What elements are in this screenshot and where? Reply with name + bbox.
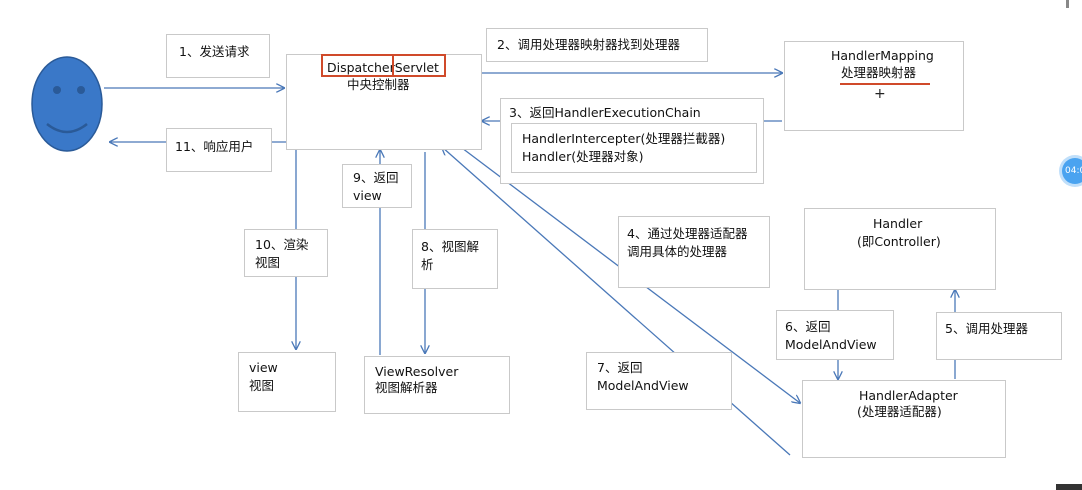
view-resolver-cn-label: 视图解析器 bbox=[375, 380, 438, 395]
handler-controller-label: (即Controller) bbox=[857, 234, 941, 249]
step-11-box: 11、响应用户 bbox=[166, 128, 272, 172]
dispatcher-servlet-box: DispatcherServlet 中央控制器 bbox=[286, 54, 482, 150]
step-9-box: 9、返回 view bbox=[342, 164, 412, 208]
step-4-line2: 调用具体的处理器 bbox=[627, 244, 728, 259]
handler-adapter-cn-label: (处理器适配器) bbox=[857, 404, 942, 419]
step-4-box: 4、通过处理器适配器 调用具体的处理器 bbox=[618, 216, 770, 288]
handler-box: Handler (即Controller) bbox=[804, 208, 996, 290]
step-2-label: 2、调用处理器映射器找到处理器 bbox=[497, 37, 680, 52]
view-label: view bbox=[249, 360, 278, 375]
cursor-crosshair-icon: + bbox=[874, 86, 886, 102]
central-controller-label: 中央控制器 bbox=[347, 77, 410, 92]
view-resolver-box: ViewResolver 视图解析器 bbox=[364, 356, 510, 414]
bottom-right-marker bbox=[1056, 484, 1082, 490]
step-8-line1: 8、视图解 bbox=[421, 239, 479, 254]
handler-adapter-box: HandlerAdapter (处理器适配器) bbox=[802, 380, 1006, 458]
step-7-line1: 7、返回 bbox=[597, 360, 643, 375]
step-9-line1: 9、返回 bbox=[353, 170, 399, 185]
handler-mapping-underline bbox=[840, 83, 930, 85]
view-cn-label: 视图 bbox=[249, 378, 275, 393]
top-right-marker bbox=[1066, 0, 1069, 8]
step-3-handler: Handler(处理器对象) bbox=[522, 149, 644, 164]
handler-adapter-label: HandlerAdapter bbox=[859, 388, 958, 403]
step-6-line2: ModelAndView bbox=[785, 337, 877, 352]
view-resolver-label: ViewResolver bbox=[375, 364, 459, 379]
handler-mapping-cn-label: 处理器映射器 bbox=[841, 65, 917, 80]
dispatcher-servlet-label: DispatcherServlet bbox=[327, 60, 439, 75]
step-11-label: 11、响应用户 bbox=[175, 139, 254, 154]
step-9-line2: view bbox=[353, 188, 382, 203]
step-7-box: 7、返回 ModelAndView bbox=[586, 352, 732, 410]
user-smiley-icon bbox=[31, 56, 103, 152]
step-3-title: 3、返回HandlerExecutionChain bbox=[509, 105, 701, 120]
step-8-box: 8、视图解 析 bbox=[412, 229, 498, 289]
step-3-inner-box: HandlerIntercepter(处理器拦截器) Handler(处理器对象… bbox=[511, 123, 757, 173]
step-5-box: 5、调用处理器 bbox=[936, 312, 1062, 360]
step-1-box: 1、发送请求 bbox=[166, 34, 270, 78]
step-6-box: 6、返回 ModelAndView bbox=[776, 310, 894, 360]
step-8-line2: 析 bbox=[421, 257, 434, 272]
step-5-label: 5、调用处理器 bbox=[945, 321, 1028, 336]
step-7-line2: ModelAndView bbox=[597, 378, 689, 393]
step-3-interceptor: HandlerIntercepter(处理器拦截器) bbox=[522, 131, 726, 146]
view-box: view 视图 bbox=[238, 352, 336, 412]
handler-mapping-label: HandlerMapping bbox=[831, 48, 934, 63]
step-10-line2: 视图 bbox=[255, 255, 281, 270]
step-4-line1: 4、通过处理器适配器 bbox=[627, 226, 748, 241]
step-6-line1: 6、返回 bbox=[785, 319, 831, 334]
step-10-line1: 10、渲染 bbox=[255, 237, 309, 252]
arrow-7-return-mav bbox=[442, 147, 791, 456]
handler-label: Handler bbox=[873, 216, 923, 231]
highlight-frame-servlet bbox=[392, 54, 446, 77]
handler-mapping-box: HandlerMapping 处理器映射器 bbox=[784, 41, 964, 131]
step-3-box: 3、返回HandlerExecutionChain HandlerInterce… bbox=[500, 98, 764, 184]
step-2-box: 2、调用处理器映射器找到处理器 bbox=[486, 28, 708, 62]
timer-badge[interactable]: 04:0 bbox=[1062, 158, 1082, 184]
step-10-box: 10、渲染 视图 bbox=[244, 229, 328, 277]
step-1-label: 1、发送请求 bbox=[179, 44, 250, 59]
